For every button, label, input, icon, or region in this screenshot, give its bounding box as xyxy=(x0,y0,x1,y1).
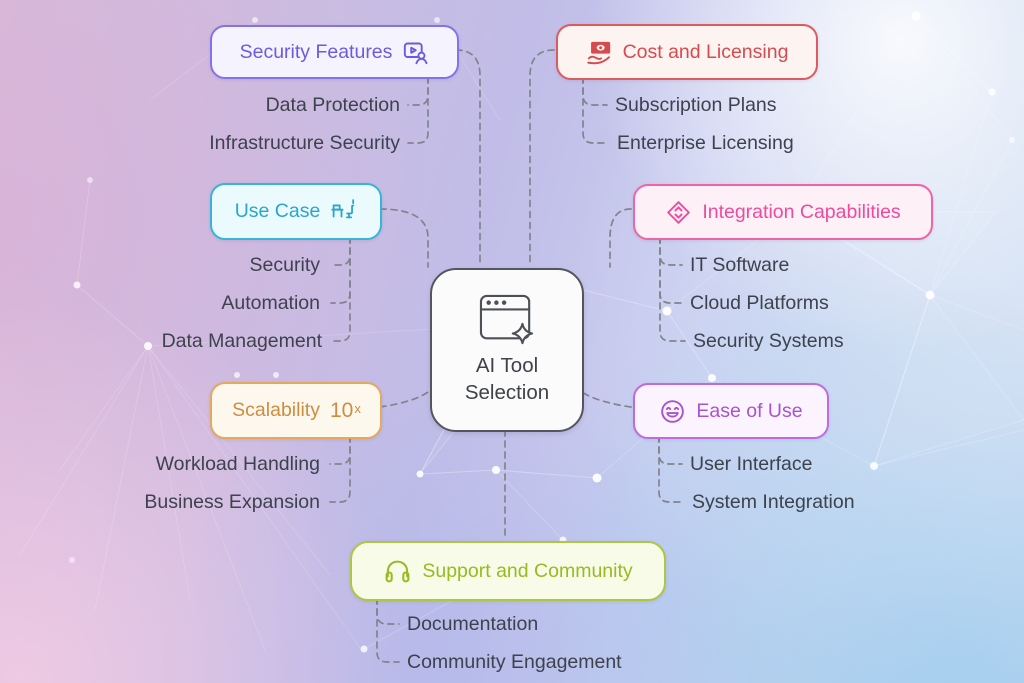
connector-security-children xyxy=(407,76,429,144)
connector-integration-center xyxy=(609,208,632,268)
subitem-data-protection[interactable]: Data Protection xyxy=(265,94,400,116)
headphones-icon xyxy=(383,557,412,586)
subitem-business-expansion[interactable]: Business Expansion xyxy=(144,491,320,513)
browser-ai-sparkle-icon xyxy=(478,293,536,347)
subitem-cloud-platforms[interactable]: Cloud Platforms xyxy=(690,292,829,314)
cash-in-hand-icon xyxy=(586,39,613,66)
connector-cost-center xyxy=(529,49,555,267)
subitem-user-interface[interactable]: User Interface xyxy=(690,453,813,475)
branch-cost-and-licensing[interactable]: Cost and Licensing xyxy=(556,24,818,80)
branch-integration-capabilities[interactable]: Integration Capabilities xyxy=(633,184,933,240)
connector-security-center xyxy=(455,49,481,267)
subitem-security-systems[interactable]: Security Systems xyxy=(693,330,844,352)
connector-ease-center xyxy=(581,391,632,408)
subitem-enterprise-licensing[interactable]: Enterprise Licensing xyxy=(617,132,794,154)
connector-scalability-center xyxy=(379,391,429,408)
subitem-documentation[interactable]: Documentation xyxy=(407,613,539,635)
connector-usecase-children xyxy=(330,236,351,342)
subitem-security[interactable]: Security xyxy=(249,254,320,276)
branch-label: Use Case xyxy=(234,200,321,222)
subitem-automation[interactable]: Automation xyxy=(221,292,320,314)
subitem-infrastructure-security[interactable]: Infrastructure Security xyxy=(209,132,400,154)
subitem-workload-handling[interactable]: Workload Handling xyxy=(155,453,320,475)
subitem-system-integration[interactable]: System Integration xyxy=(692,491,855,513)
branch-label: Ease of Use xyxy=(696,399,803,422)
center-node-ai-tool-selection[interactable]: AI Tool Selection xyxy=(430,268,584,432)
branch-label: Integration Capabilities xyxy=(702,200,901,223)
subitem-data-management[interactable]: Data Management xyxy=(161,330,322,352)
video-tutorial-icon xyxy=(402,39,429,66)
connector-cost-children xyxy=(582,76,608,144)
center-label: AI Tool Selection xyxy=(464,354,550,404)
connector-scalability-children xyxy=(329,435,351,503)
workstation-desk-icon xyxy=(330,198,357,225)
connector-ease-children xyxy=(658,435,683,503)
branch-label: Cost and Licensing xyxy=(622,40,789,63)
branch-label: Support and Community xyxy=(422,559,633,582)
diamond-sort-icon xyxy=(665,199,692,226)
connector-integration-children xyxy=(659,236,686,342)
branch-support-and-community[interactable]: Support and Community xyxy=(350,541,666,601)
branch-label: Scalability xyxy=(232,399,320,421)
laughing-face-icon xyxy=(659,398,686,425)
branch-label: Security Features xyxy=(239,40,393,63)
subitem-it-software[interactable]: IT Software xyxy=(690,254,790,276)
subitem-community-engagement[interactable]: Community Engagement xyxy=(407,651,622,673)
connector-usecase-center xyxy=(379,208,429,268)
branch-ease-of-use[interactable]: Ease of Use xyxy=(633,383,829,439)
branch-security-features[interactable]: Security Features xyxy=(210,25,459,79)
branch-use-case[interactable]: Use Case xyxy=(210,183,382,240)
subitem-subscription-plans[interactable]: Subscription Plans xyxy=(615,94,777,116)
connector-support-children xyxy=(376,597,400,663)
